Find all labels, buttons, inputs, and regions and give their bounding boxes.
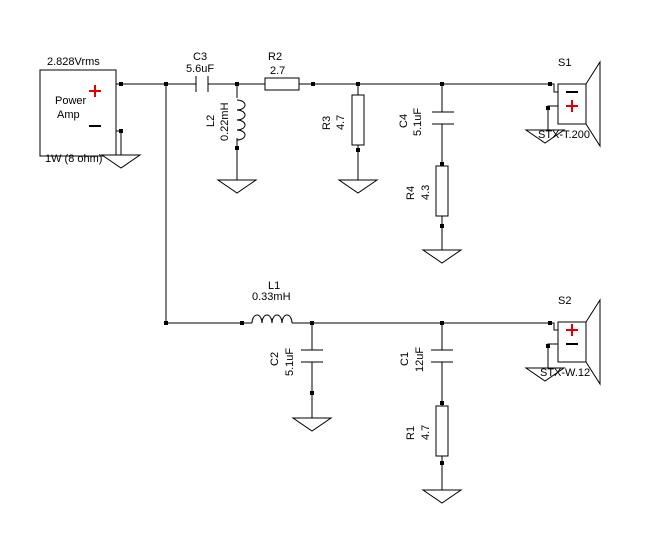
amp-plus-icon (89, 85, 101, 97)
l2-value-label: 0.22mH (219, 102, 231, 141)
junction-dots (119, 82, 552, 465)
wires-tweeter (116, 83, 558, 250)
c4-value-label: 5.1uF (412, 108, 424, 136)
power-amp-box (39, 69, 117, 157)
ground-icon (100, 154, 142, 169)
speaker-s2-plus-icon (566, 324, 578, 336)
speaker-s1-plus-icon (566, 100, 578, 112)
c3-name-label: C3 (193, 51, 207, 63)
amp-label-line2: Amp (57, 109, 80, 121)
ground-icon (216, 179, 258, 194)
ground-icon (337, 179, 379, 194)
s1-model-label: STX-T.200 (538, 129, 590, 141)
speaker-cone-icon (585, 298, 601, 386)
r1-value-label: 4.7 (420, 425, 432, 440)
capacitor-c4[interactable]: C4 5.1uF (398, 108, 454, 136)
l2-name-label: L2 (205, 115, 217, 127)
ground-icon (291, 417, 333, 432)
capacitor-c3[interactable]: C3 5.6uF (186, 51, 214, 92)
ground-icon (524, 367, 566, 382)
resistor-r1[interactable]: R1 4.7 (405, 405, 449, 457)
amp-voltage-label: 2.828Vrms (47, 56, 100, 68)
capacitor-c1[interactable]: C1 12uF (399, 347, 453, 372)
resistor-r3[interactable]: R3 4.7 (321, 94, 365, 146)
ground-icon (524, 129, 566, 144)
s2-name-label: S2 (558, 295, 571, 307)
c2-value-label: 5.1uF (284, 348, 296, 376)
resistor-r2[interactable]: R2 2.7 (264, 51, 300, 91)
r1-name-label: R1 (405, 426, 417, 440)
r2-name-label: R2 (268, 51, 282, 63)
c3-value-label: 5.6uF (186, 63, 214, 75)
c1-value-label: 12uF (414, 347, 426, 372)
power-amp[interactable]: 2.828Vrms Power Amp 1W (8 ohm) (39, 56, 117, 165)
s1-name-label: S1 (558, 57, 571, 69)
c1-name-label: C1 (399, 352, 411, 366)
r4-name-label: R4 (405, 186, 417, 200)
s2-model-label: STX-W.12 (540, 367, 590, 379)
amp-power-label: 1W (8 ohm) (45, 153, 102, 165)
c4-name-label: C4 (398, 114, 410, 128)
r3-name-label: R3 (321, 116, 333, 130)
r4-value-label: 4.3 (420, 185, 432, 200)
speaker-s2[interactable]: S2 STX-W.12 (540, 295, 601, 386)
ground-icon (421, 249, 463, 264)
inductor-l1[interactable]: L1 0.33mH (251, 280, 296, 324)
amp-label-line1: Power (55, 95, 87, 107)
resistor-r4[interactable]: R4 4.3 (405, 165, 449, 217)
l1-value-label: 0.33mH (252, 291, 291, 303)
c2-name-label: C2 (269, 352, 281, 366)
speaker-cone-icon (585, 60, 601, 148)
speaker-s1[interactable]: S1 STX-T.200 (538, 57, 601, 148)
r2-value-label: 2.7 (270, 65, 285, 77)
l1-name-label: L1 (268, 280, 280, 292)
capacitor-c2[interactable]: C2 5.1uF (269, 348, 323, 376)
inductor-l2[interactable]: L2 0.22mH (205, 99, 246, 141)
r3-value-label: 4.7 (335, 115, 347, 130)
ground-icon (421, 489, 463, 504)
